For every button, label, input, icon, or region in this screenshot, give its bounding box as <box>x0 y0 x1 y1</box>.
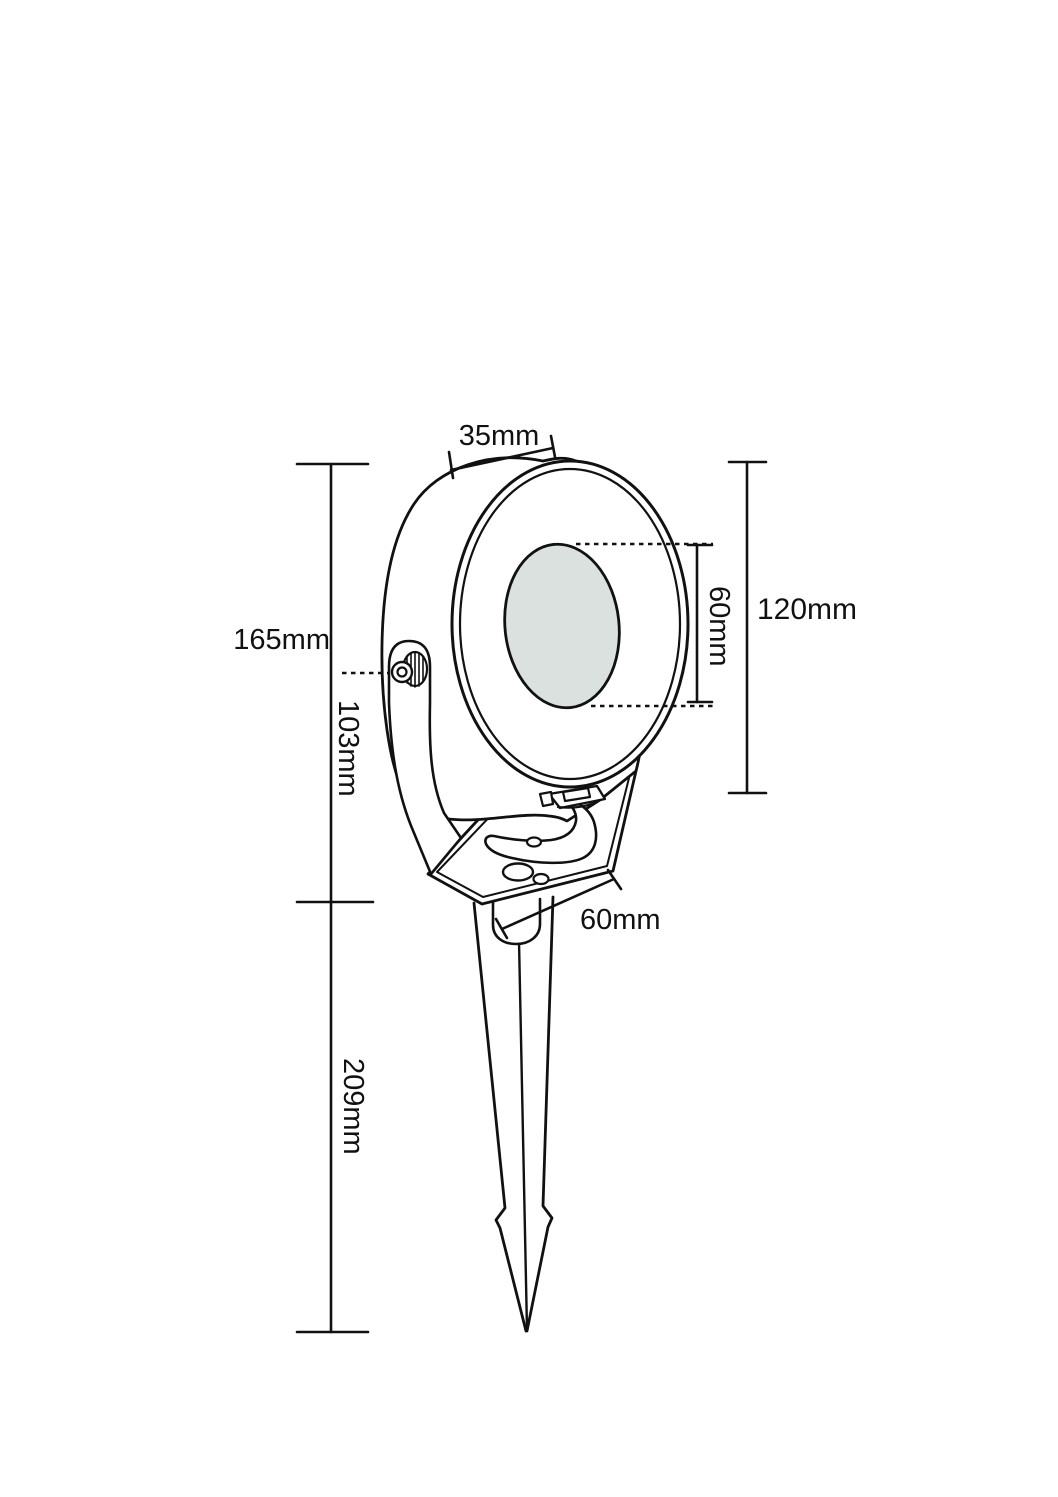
dim-35-line <box>449 446 555 472</box>
hinge-notch <box>538 790 555 808</box>
dim-35-tick-right <box>549 434 557 459</box>
dim-label-bezel-depth: 35mm <box>459 420 540 452</box>
dim-bezel-depth: 35mm <box>447 420 557 480</box>
lens <box>503 542 621 710</box>
dim-label-head-diameter: 120mm <box>757 593 857 626</box>
head-bottom-hinge <box>538 784 607 810</box>
plate-hole-large <box>501 862 535 882</box>
dim-label-lens-diameter: 60mm <box>703 586 735 667</box>
dim-left-chain: 165mm 103mm 209mm <box>233 462 390 1334</box>
dim-label-height-to-hinge: 165mm <box>233 624 330 656</box>
adjustment-knob <box>390 650 429 688</box>
knob-axle <box>396 666 408 678</box>
dim-base-width: 60mm <box>494 868 661 940</box>
dim-base-line <box>500 877 616 931</box>
ground-spike <box>472 895 555 1333</box>
dim-head-diameter: 120mm <box>727 460 857 795</box>
plate-hole-mid <box>525 836 543 848</box>
dim-35-tick-left <box>447 450 455 480</box>
dim-base-tick-left <box>494 917 509 940</box>
dim-base-tick-right <box>606 868 623 891</box>
lamp-head <box>450 459 690 789</box>
yoke-arm-assembly <box>387 639 463 876</box>
mount-bracket-arm <box>484 794 598 865</box>
spike-right-edge <box>525 895 555 1333</box>
dim-lens-diameter: 60mm <box>576 542 735 708</box>
spike-left-edge <box>472 901 528 1333</box>
dim-label-base-width: 60mm <box>580 904 661 936</box>
knob-end-face <box>390 660 414 684</box>
head-face-inner-rim <box>458 467 682 781</box>
spike-center-ridge <box>517 939 529 1332</box>
dim-label-spike-length: 209mm <box>337 1058 369 1155</box>
hinge-pin <box>561 786 592 803</box>
dim-label-hinge-to-base: 103mm <box>332 700 364 797</box>
base-plate-holes <box>501 836 550 886</box>
plate-hole-small <box>532 872 550 886</box>
hinge-underline <box>556 798 602 809</box>
yoke-arm <box>387 639 463 876</box>
